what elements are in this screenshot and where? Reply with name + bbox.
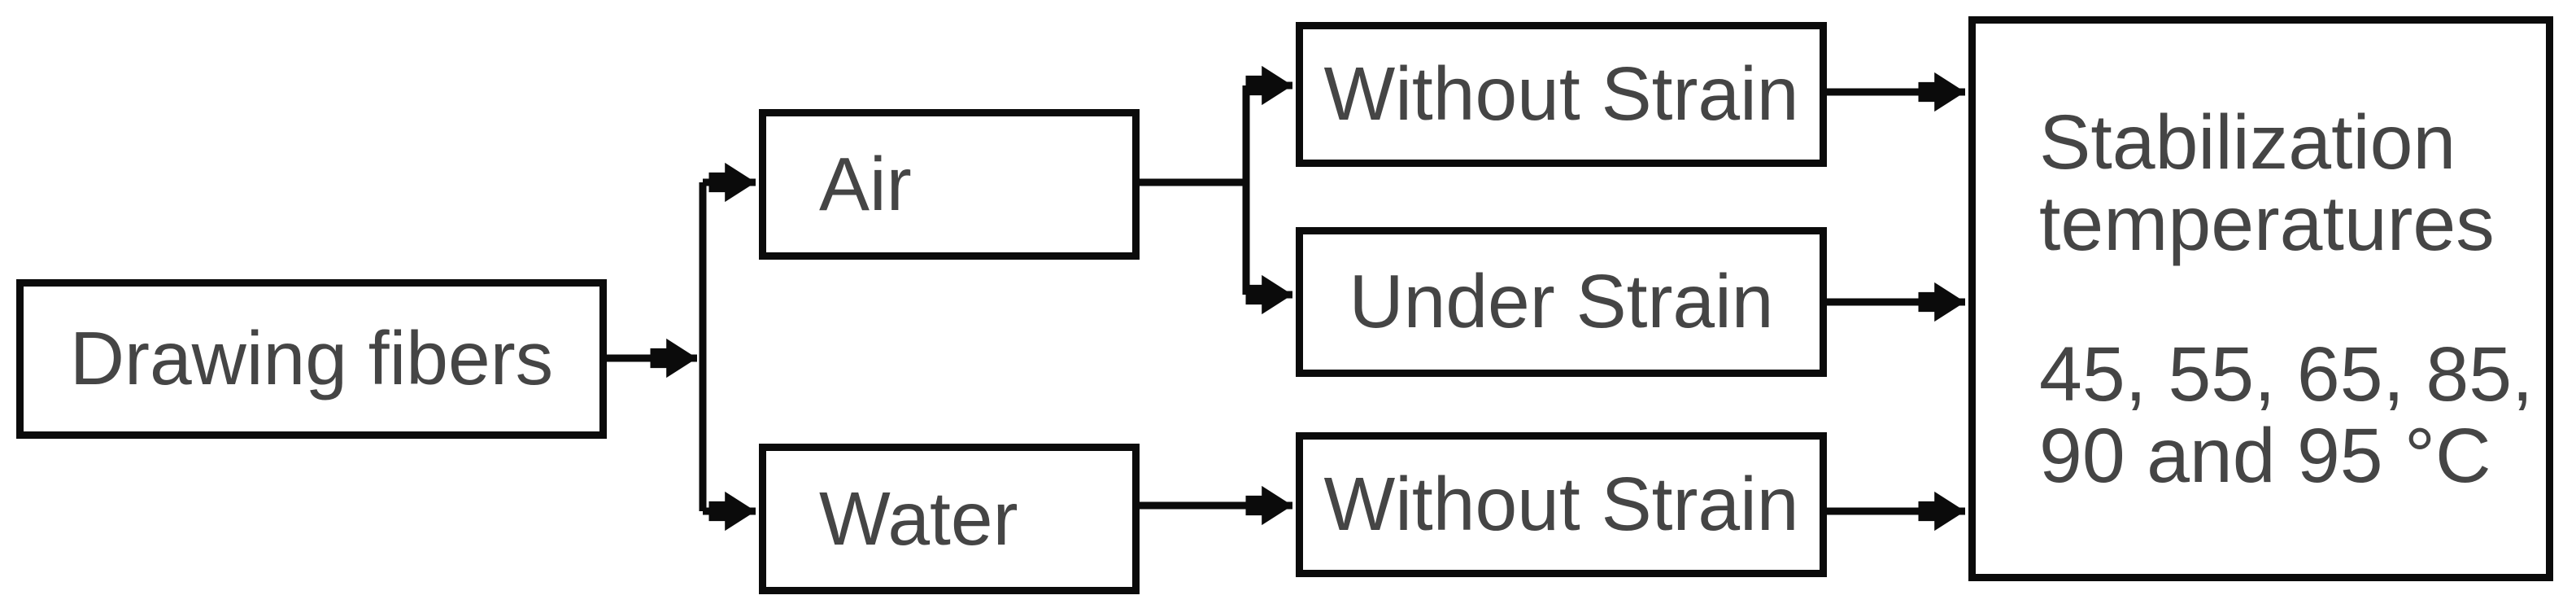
node-under-strain-air: Under Strain [1296,227,1827,377]
stabilization-title-line-2: temperatures [2039,180,2495,267]
node-drawing-fibers: Drawing fibers [16,279,607,439]
node-without-strain-water-label: Without Strain [1323,462,1799,547]
stabilization-temps-line-1: 45, 55, 65, 85, [2039,330,2534,418]
node-air: Air [759,109,1140,260]
node-without-strain-air: Without Strain [1296,22,1827,167]
node-without-strain-water: Without Strain [1296,432,1827,577]
node-water: Water [759,444,1140,594]
node-under-strain-air-label: Under Strain [1349,259,1774,344]
stabilization-title-line-1: Stabilization [2039,98,2456,186]
node-stabilization-temperatures: Stabilization temperatures 45, 55, 65, 8… [1968,16,2553,581]
node-air-label: Air [819,141,912,226]
node-without-strain-air-label: Without Strain [1323,51,1799,137]
node-drawing-fibers-label: Drawing fibers [69,316,554,401]
node-water-label: Water [819,475,1018,561]
stabilization-temps-line-2: 90 and 95 °C [2039,412,2491,499]
